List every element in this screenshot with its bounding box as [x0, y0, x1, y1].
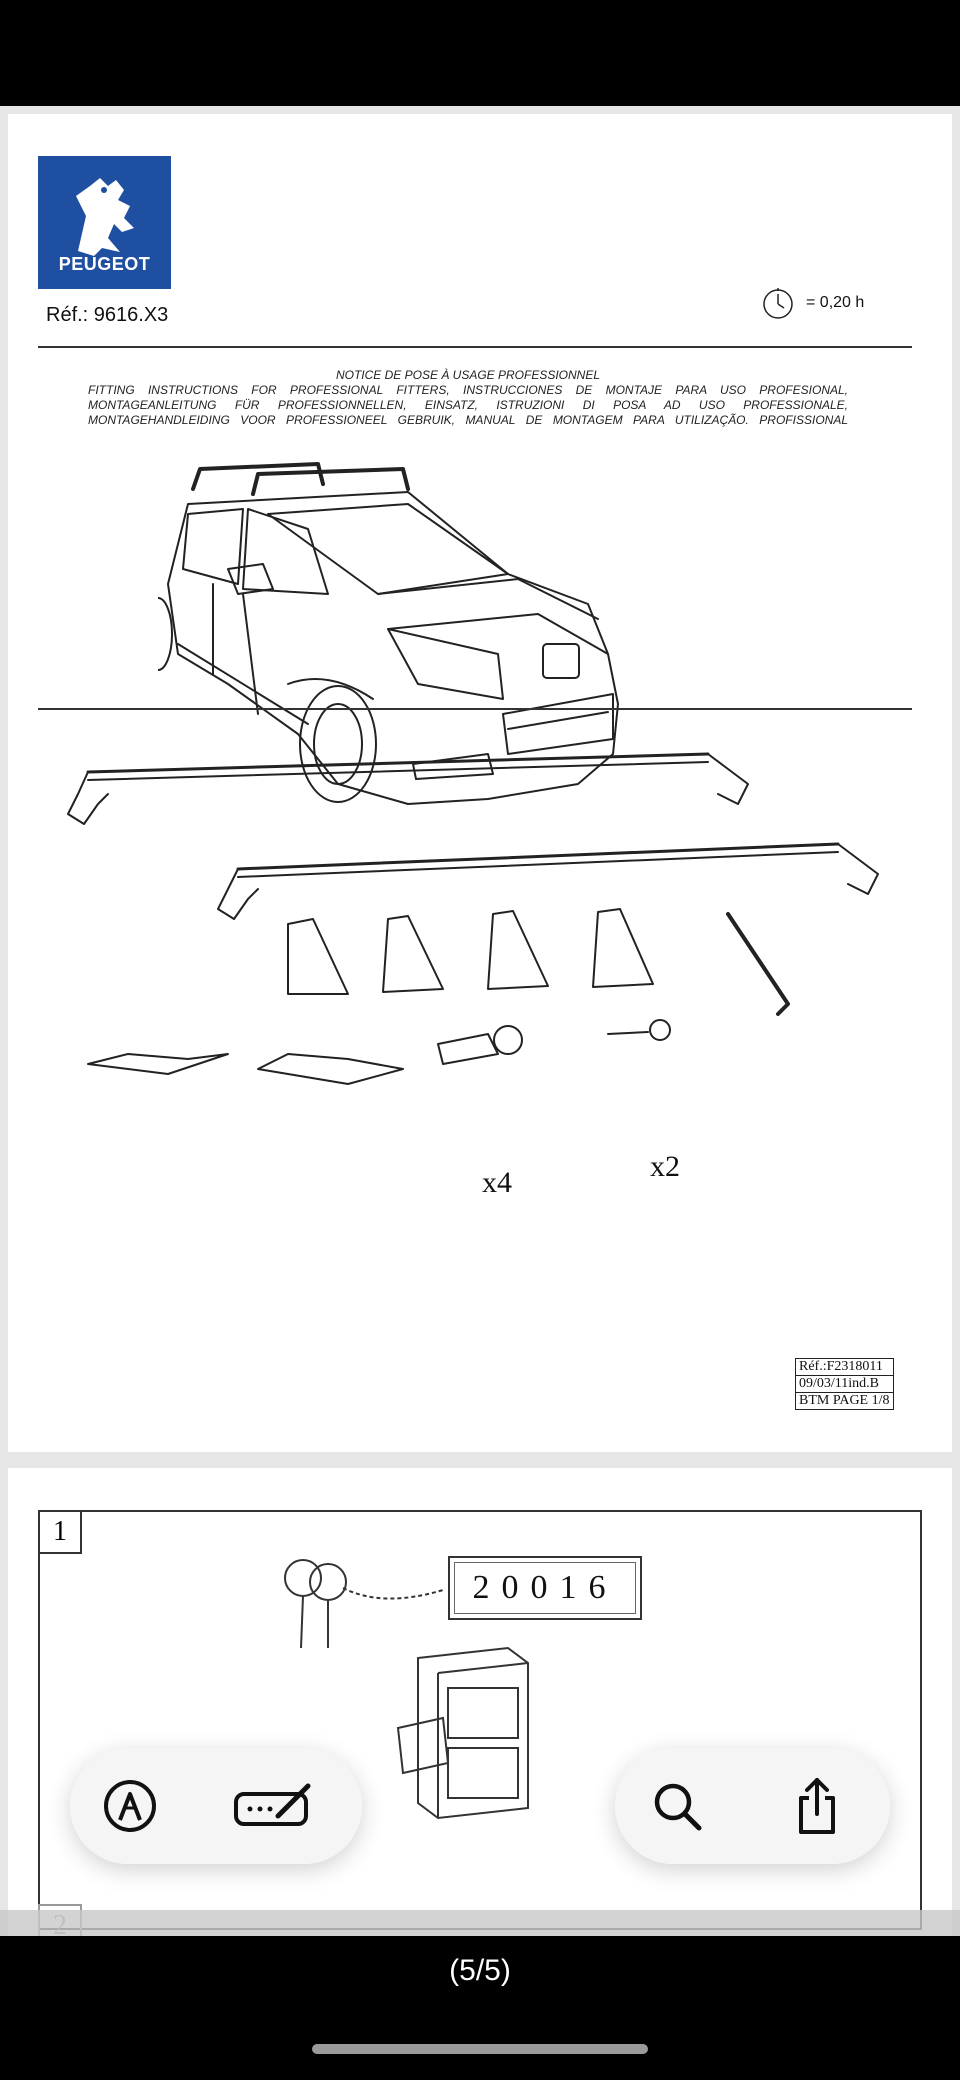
keys-illustration [284, 1559, 444, 1649]
page-scroller[interactable] [0, 1910, 960, 1936]
key-code: 20016 [448, 1556, 642, 1620]
notice-line: FITTING INSTRUCTIONS FOR PROFESSIONAL FI… [88, 383, 848, 397]
document-viewer[interactable]: PEUGEOT Réf.: 9616.X3 = 0,20 h NOTICE DE… [0, 106, 960, 1936]
document-page-1: PEUGEOT Réf.: 9616.X3 = 0,20 h NOTICE DE… [8, 114, 952, 1452]
filing-cabinet-illustration [396, 1646, 529, 1820]
signature-button[interactable] [230, 1776, 320, 1836]
notice-line: MONTAGEANLEITUNG FÜR PROFESSIONNELLEN, E… [88, 398, 848, 412]
stamp-reference: Réf.:F2318011 [796, 1359, 893, 1376]
divider [38, 708, 912, 710]
search-icon [654, 1783, 702, 1831]
actions-toolbar [615, 1748, 890, 1864]
peugeot-logo: PEUGEOT [38, 156, 171, 289]
reference-number: Réf.: 9616.X3 [46, 304, 169, 326]
brand-name: PEUGEOT [58, 254, 151, 274]
notice-line: NOTICE DE POSE À USAGE PROFESSIONNEL [335, 368, 601, 382]
markup-button[interactable] [100, 1776, 160, 1836]
parts-illustration [67, 752, 879, 1085]
clock-icon [763, 288, 793, 319]
key-quantity: x2 [650, 1150, 680, 1183]
stamp-page: BTM PAGE 1/8 [799, 1393, 890, 1408]
fitting-instructions-notice: NOTICE DE POSE À USAGE PROFESSIONNEL FIT… [88, 368, 848, 428]
lion-emblem-icon [76, 178, 134, 256]
share-icon [799, 1778, 835, 1834]
document-stamp: Réf.:F2318011 09/03/11ind.B BTM PAGE 1/8 [795, 1358, 894, 1410]
markup-pen-icon [104, 1780, 156, 1832]
lock-quantity: x4 [482, 1166, 512, 1199]
signature-icon [234, 1783, 311, 1826]
step-number: 1 [38, 1510, 82, 1554]
markup-toolbar [70, 1748, 362, 1864]
share-button[interactable] [787, 1776, 847, 1836]
home-indicator[interactable] [312, 2044, 648, 2054]
document-page-2: 1 20016 2 [8, 1468, 952, 1936]
notice-line: MONTAGEHANDLEIDING VOOR PROFESSIONEEL GE… [88, 413, 848, 427]
car-illustration [158, 462, 619, 805]
stamp-date: 09/03/11ind.B [796, 1376, 893, 1393]
page-indicator: (5/5) [449, 1954, 511, 1987]
time-estimate: = 0,20 h [806, 294, 865, 311]
search-button[interactable] [647, 1776, 707, 1836]
divider [38, 346, 912, 348]
